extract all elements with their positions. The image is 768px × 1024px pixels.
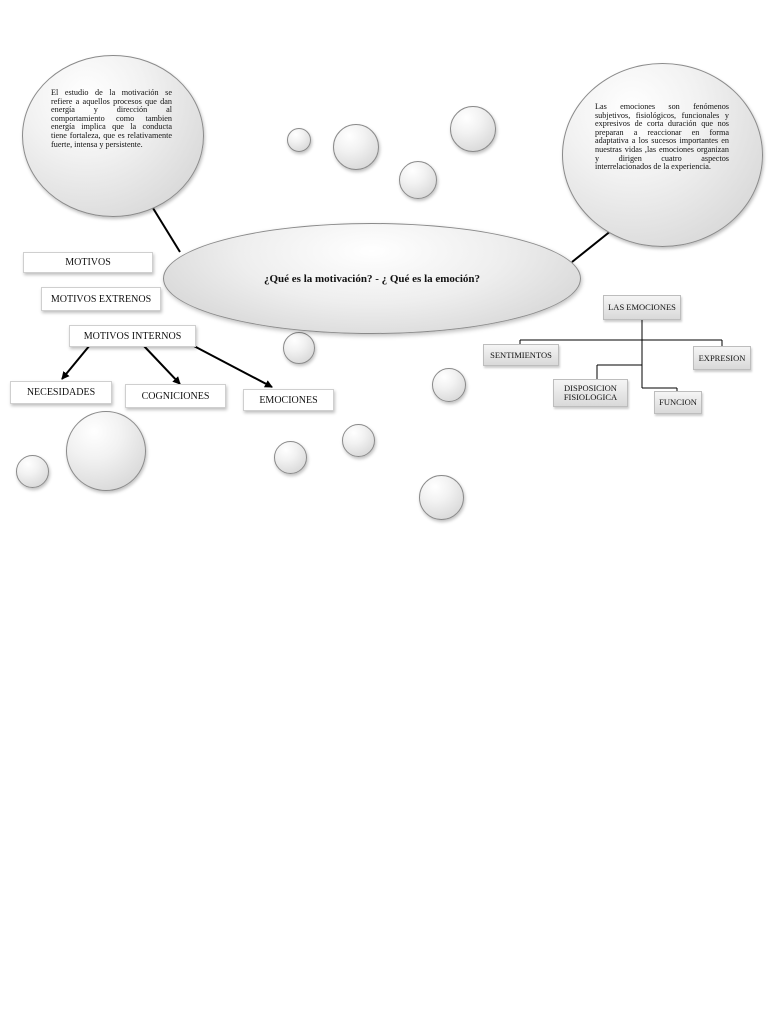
box-necesidades: NECESIDADES bbox=[10, 381, 112, 404]
box-emociones: EMOCIONES bbox=[243, 389, 334, 411]
decorative-bubble bbox=[399, 161, 437, 199]
emotion-definition-text: Las emociones son fenómenos subjetivos, … bbox=[595, 102, 729, 172]
decorative-bubble bbox=[432, 368, 466, 402]
decorative-bubble bbox=[66, 411, 146, 491]
emotions-root: LAS EMOCIONES bbox=[603, 295, 681, 320]
emotions-child-funcion: FUNCION bbox=[654, 391, 702, 414]
emotion-definition-circle bbox=[562, 63, 763, 247]
box-motivos: MOTIVOS bbox=[23, 252, 153, 273]
emotions-child-sentimientos: SENTIMIENTOS bbox=[483, 344, 559, 366]
arrow-to-necesidades bbox=[61, 344, 91, 380]
decorative-bubble bbox=[333, 124, 379, 170]
decorative-bubble bbox=[450, 106, 496, 152]
box-cogniciones: COGNICIONES bbox=[125, 384, 226, 408]
decorative-bubble bbox=[283, 332, 315, 364]
central-question: ¿Qué es la motivación? - ¿ Qué es la emo… bbox=[263, 272, 480, 285]
decorative-bubble bbox=[342, 424, 375, 457]
decorative-bubble bbox=[16, 455, 49, 488]
motivation-definition-text: El estudio de la motivación se refiere a… bbox=[51, 88, 172, 149]
arrow-to-cogniciones bbox=[142, 344, 181, 385]
box-motivos-internos: MOTIVOS INTERNOS bbox=[69, 325, 196, 347]
emotions-child-expresion: EXPRESION bbox=[693, 346, 751, 370]
central-question-ellipse: ¿Qué es la motivación? - ¿ Qué es la emo… bbox=[163, 223, 581, 334]
decorative-bubble bbox=[287, 128, 311, 152]
motivation-definition-circle bbox=[22, 55, 204, 217]
arrow-to-motivation-definition bbox=[147, 199, 181, 253]
arrow-to-emociones bbox=[191, 344, 273, 388]
decorative-bubble bbox=[274, 441, 307, 474]
decorative-bubble bbox=[419, 475, 464, 520]
emotions-tree-lines bbox=[519, 320, 723, 392]
emotions-child-disposicion-fisiologica: DISPOSICION FISIOLOGICA bbox=[553, 379, 628, 407]
box-motivos-extrenos: MOTIVOS EXTRENOS bbox=[41, 287, 161, 311]
